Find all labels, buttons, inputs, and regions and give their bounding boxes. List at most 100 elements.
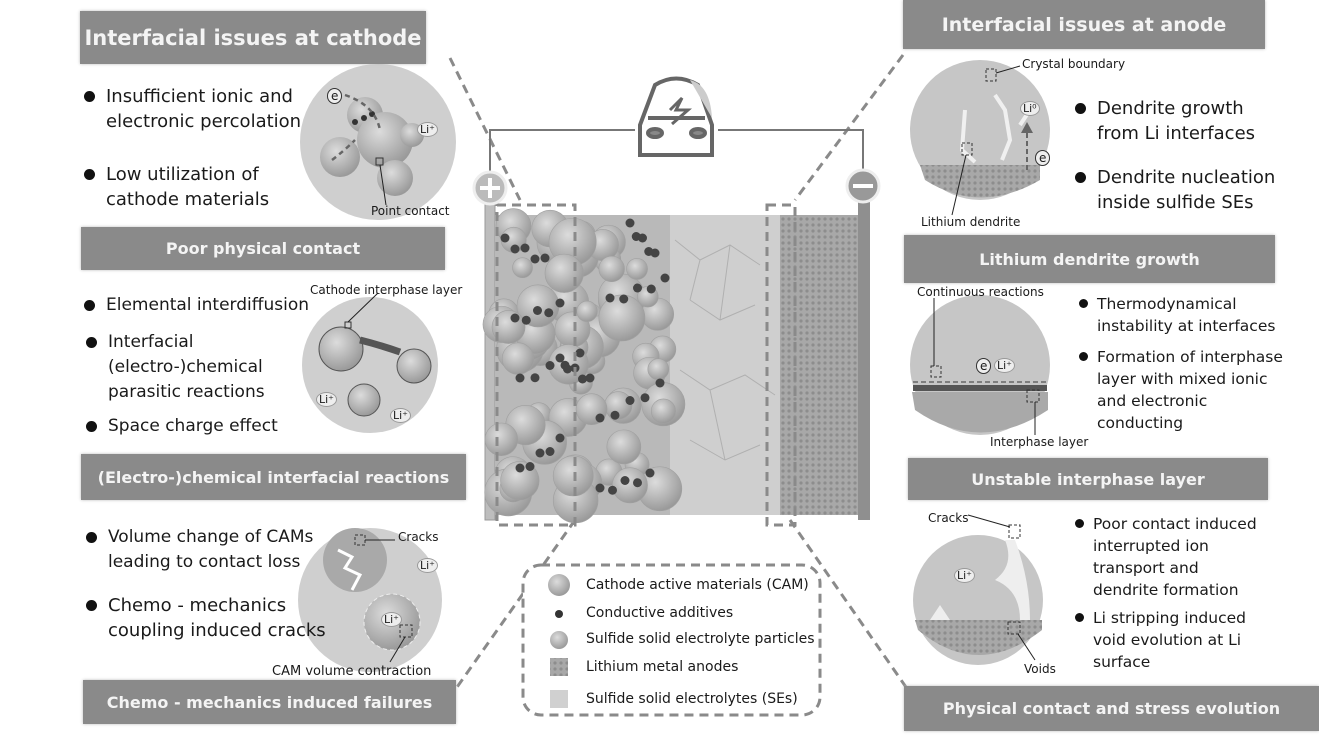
cam-contraction-label: CAM volume contraction [272,664,432,679]
external-circuit [489,129,864,175]
cracks-label: Cracks [398,530,439,544]
conductive-dot-icon [555,610,563,618]
bullet: Elemental interdiffusion [82,293,309,318]
cam-particle [501,342,535,375]
cracks-label: Cracks [928,511,969,525]
connector-lines [448,54,910,691]
chem-reactions-title: (Electro-)chemical interfacial reactions [81,454,466,500]
cathode-title: Interfacial issues at cathode [80,11,426,64]
conductive-additive [633,283,642,293]
conductive-additive [660,273,670,283]
legend-item: Sulfide solid electrolyte particles [586,631,815,647]
li-ion-icon: Li⁺ [954,568,975,583]
electric-car-icon [638,76,714,157]
voids-label: Voids [1024,662,1056,676]
bullet: Space charge effect [84,414,278,439]
conductive-additive [625,396,635,405]
point-contact-label: Point contact [371,204,450,218]
bullet: Poor contact induced interrupted ion tra… [1073,513,1263,601]
legend-item: Lithium metal anodes [586,659,739,675]
conductive-additive [638,233,647,243]
conductive-additive [655,378,665,388]
conductive-additive [585,373,595,383]
bullet: Dendrite growth from Li interfaces [1073,96,1277,146]
conductive-additive [555,298,565,308]
conductive-additive [500,233,510,243]
cam-particle [576,300,598,322]
bullet: Volume change of CAMs leading to contact… [84,525,328,575]
li-ion-icon: Li⁺ [417,122,438,137]
cam-particle [650,398,676,424]
conductive-additive [515,373,525,383]
conductive-additive [608,485,617,495]
conductive-additive [521,315,531,325]
conductive-additive [620,476,630,485]
li-ion-icon: Li⁺ [381,612,402,627]
cam-particle [647,358,670,380]
conductive-additive [619,294,629,304]
lithium-dendrite-label: Lithium dendrite [921,215,1021,229]
anode-title: Interfacial issues at anode [903,0,1265,49]
conductive-additive [605,293,615,303]
poor-contact-title: Poor physical contact [81,227,445,270]
conductive-additive [578,374,587,384]
conductive-additive [633,478,642,488]
conductive-additive [650,248,660,258]
bullet: Formation of interphase layer with mixed… [1077,346,1287,434]
conductive-additive [595,483,605,493]
cam-particle [544,253,584,293]
electron-icon: e [1035,150,1051,166]
conductive-additive [645,468,655,478]
conductive-additive [510,313,520,323]
conductive-additive [530,254,540,264]
conductive-additive [515,463,525,473]
conductive-additive [646,284,656,294]
conductive-additive [625,218,635,228]
cathode-detail-circles [298,64,456,672]
li-ion-icon: Li⁺ [390,408,411,423]
conductive-additive [555,433,565,443]
bullet: Interfacial (electro-)chemical parasitic… [84,330,288,405]
lithium-anode-icon [550,658,568,676]
conductive-additive [595,413,605,423]
conductive-additive [544,308,554,318]
li-metal-icon: Li⁰ [1020,101,1040,116]
anode-detail-circles [910,60,1050,665]
cam-particle [552,455,594,497]
se-particle-icon [550,631,568,649]
conductive-additive [520,243,530,253]
cam-particle [626,258,648,280]
conductive-additive [540,253,550,263]
conductive-additive [555,353,565,363]
electron-icon: e [327,88,343,104]
cam-particle [606,429,642,465]
conductive-additive [575,348,585,358]
bullet: Thermodynamical instability at interface… [1077,293,1287,337]
li-ion-icon: Li⁺ [417,558,438,573]
sulfide-se-icon [550,690,568,708]
bullet: Chemo - mechanics coupling induced crack… [84,593,338,643]
cam-particle [500,461,540,501]
cam-particle [611,467,648,504]
conductive-additive [535,448,545,458]
legend-item: Conductive additives [586,605,734,621]
cam-sphere-icon [548,574,570,596]
cam-particle [484,422,519,456]
interphase-layer-label: Interphase layer [990,435,1089,449]
battery-cell [472,168,881,527]
electron-icon: e [976,358,992,374]
crystal-boundary-label: Crystal boundary [1022,57,1126,71]
stress-evolution-title: Physical contact and stress evolution [904,686,1319,731]
conductive-additive [533,306,542,315]
legend-icons [548,574,570,708]
cam-particle [512,257,533,279]
conductive-additive [563,364,572,374]
conductive-additive [545,447,555,456]
chemo-mechanics-title: Chemo - mechanics induced failures [83,680,456,724]
conductive-additive [525,462,535,471]
legend-box [521,563,822,717]
bullet: Low utilization of cathode materials [82,162,306,212]
unstable-interphase-title: Unstable interphase layer [908,458,1268,500]
